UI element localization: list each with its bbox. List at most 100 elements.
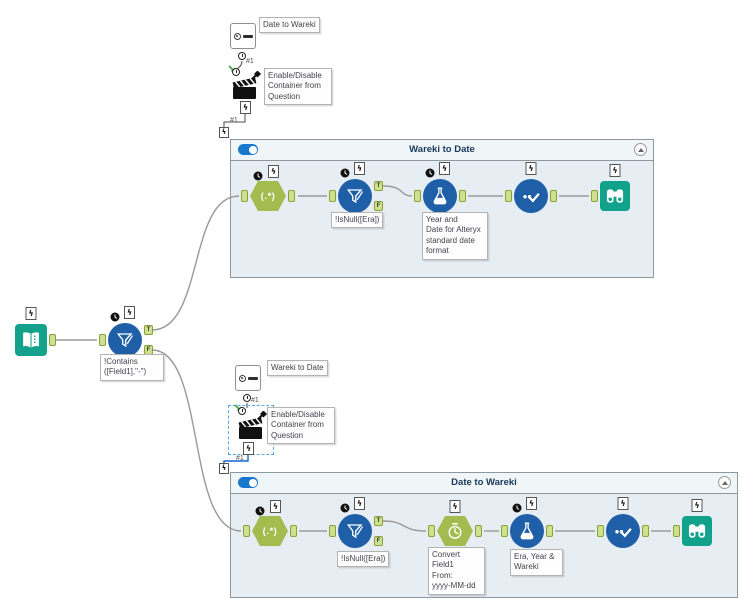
interface-anchor-icon[interactable]: ϟ	[354, 162, 365, 175]
container-header[interactable]: Wareki to Date	[231, 140, 653, 161]
input-anchor[interactable]	[597, 525, 604, 537]
false-output-anchor[interactable]: F	[374, 201, 383, 211]
clock-indicator-icon	[253, 168, 263, 181]
annotation-filter-top[interactable]: !IsNull([Era])	[331, 212, 384, 229]
input-anchor[interactable]	[329, 525, 336, 537]
annotation-radio-top[interactable]: Date to Wareki	[259, 17, 320, 34]
filter-tool-bottom[interactable]: ϟ T F	[329, 497, 383, 548]
formula-tool-bottom[interactable]: ϟ	[501, 497, 553, 548]
container-title[interactable]: Date to Wareki	[451, 477, 517, 488]
input-anchor[interactable]	[591, 190, 598, 202]
output-anchor[interactable]	[49, 334, 56, 346]
check-dots-icon	[523, 193, 540, 203]
collapse-button[interactable]	[634, 143, 647, 156]
false-output-anchor[interactable]: F	[374, 536, 383, 546]
annotation-formula-bottom[interactable]: Era, Year & Wareki	[510, 549, 563, 576]
interface-anchor-icon[interactable]: ϟ	[25, 307, 37, 320]
interface-anchor-icon[interactable]: ϟ	[525, 162, 537, 175]
annotation-datetime-bottom[interactable]: Convert Field1 From: yyyy-MM-dd	[428, 547, 485, 595]
container-enabled-toggle[interactable]	[238, 477, 258, 488]
regex-tool-bottom[interactable]: (.*) ϟ	[243, 500, 297, 546]
interface-anchor-icon[interactable]: ϟ	[526, 497, 537, 510]
wire-filter-true-to-datetime-bottom[interactable]	[382, 520, 427, 532]
action-tool-top[interactable]	[230, 70, 262, 103]
container-title[interactable]: Wareki to Date	[409, 144, 475, 155]
wire-filter-true-to-formula-top[interactable]	[382, 185, 413, 197]
select-tool-bottom[interactable]: ϟ	[597, 497, 649, 548]
question-anchor[interactable]	[238, 52, 246, 60]
output-anchor[interactable]	[475, 525, 482, 537]
clapperboard-icon	[238, 410, 268, 439]
output-anchor[interactable]	[288, 190, 295, 202]
connection-label: #1	[230, 117, 238, 124]
formula-tool-top[interactable]: ϟ	[414, 162, 466, 213]
radio-icon	[233, 32, 241, 40]
interface-anchor-icon[interactable]: ϟ	[617, 497, 629, 510]
container-interface-anchor-icon[interactable]: ϟ	[219, 463, 229, 474]
true-output-anchor[interactable]: T	[374, 181, 383, 191]
annotation-radio-bottom[interactable]: Wareki to Date	[267, 360, 328, 377]
text-input-icon	[15, 324, 47, 356]
select-tool-top[interactable]: ϟ	[505, 162, 557, 213]
interface-anchor-icon[interactable]: ϟ	[609, 164, 621, 177]
wire-filter-false-to-regex-bottom[interactable]	[151, 349, 242, 532]
browse-tool-top[interactable]: ϟ	[591, 164, 630, 211]
annotation-formula-top[interactable]: Year and Date for Alteryx standard date …	[422, 212, 488, 260]
wire-action-to-container-top[interactable]	[223, 114, 246, 127]
true-output-anchor[interactable]: T	[374, 516, 383, 526]
container-interface-anchor-icon[interactable]: ϟ	[219, 127, 229, 138]
interface-anchor-icon[interactable]: ϟ	[268, 165, 279, 178]
radio-button-tool-top[interactable]	[230, 23, 256, 49]
interface-anchor-icon[interactable]: ϟ	[354, 497, 365, 510]
interface-anchor-icon[interactable]: ϟ	[449, 500, 461, 513]
input-anchor[interactable]	[673, 525, 680, 537]
output-anchor[interactable]	[459, 190, 466, 202]
container-enabled-toggle[interactable]	[238, 144, 258, 155]
interface-anchor-icon[interactable]: ϟ	[439, 162, 450, 175]
wire-filter-true-to-regex-top[interactable]	[151, 195, 240, 331]
annotation-action-bottom[interactable]: Enable/Disable Container from Question	[267, 407, 335, 445]
annotation-filter-main[interactable]: !Contains ([Field1],"-")	[100, 354, 164, 381]
collapse-button[interactable]	[718, 476, 731, 489]
true-output-anchor[interactable]: T	[144, 325, 153, 335]
filter-tool-top[interactable]: ϟ T F	[329, 162, 383, 213]
input-anchor[interactable]	[243, 525, 250, 537]
input-anchor[interactable]	[99, 334, 106, 346]
container-header[interactable]: Date to Wareki	[231, 473, 737, 494]
action-question-anchor[interactable]	[238, 407, 246, 415]
text-input-tool[interactable]: ϟ	[15, 307, 56, 356]
input-anchor[interactable]	[428, 525, 435, 537]
regex-tool-top[interactable]: (.*) ϟ	[241, 165, 295, 211]
question-anchor[interactable]	[243, 394, 251, 402]
action-output-anchor-icon[interactable]: ϟ	[240, 101, 251, 114]
browse-tool-bottom[interactable]: ϟ	[673, 499, 712, 546]
annotation-action-top[interactable]: Enable/Disable Container from Question	[264, 68, 332, 106]
radio-button-tool-bottom[interactable]	[235, 365, 261, 391]
input-anchor[interactable]	[241, 190, 248, 202]
connection-label: #1	[246, 58, 254, 65]
interface-anchor-icon[interactable]: ϟ	[691, 499, 703, 512]
input-anchor[interactable]	[501, 525, 508, 537]
action-tool-bottom[interactable]	[236, 410, 268, 443]
datetime-tool-bottom[interactable]: ϟ	[428, 500, 482, 546]
action-question-anchor[interactable]	[232, 68, 240, 76]
radio-dash-icon	[247, 376, 258, 380]
annotation-filter-bottom[interactable]: !IsNull([Era])	[337, 551, 390, 568]
output-anchor[interactable]	[642, 525, 649, 537]
output-anchor[interactable]	[546, 525, 553, 537]
wire-action-to-container-bottom-selected[interactable]	[223, 455, 249, 463]
input-anchor[interactable]	[329, 190, 336, 202]
action-output-anchor-icon[interactable]: ϟ	[243, 442, 254, 455]
filter-tool-main[interactable]: ϟ T F	[99, 306, 153, 357]
stopwatch-icon	[448, 522, 462, 539]
clock-indicator-icon	[255, 503, 265, 516]
select-icon	[514, 179, 548, 213]
interface-anchor-icon[interactable]: ϟ	[270, 500, 281, 513]
output-anchor[interactable]	[550, 190, 557, 202]
output-anchor[interactable]	[290, 525, 297, 537]
clock-indicator-icon	[512, 500, 522, 513]
interface-anchor-icon[interactable]: ϟ	[124, 306, 135, 319]
input-anchor[interactable]	[414, 190, 421, 202]
input-anchor[interactable]	[505, 190, 512, 202]
